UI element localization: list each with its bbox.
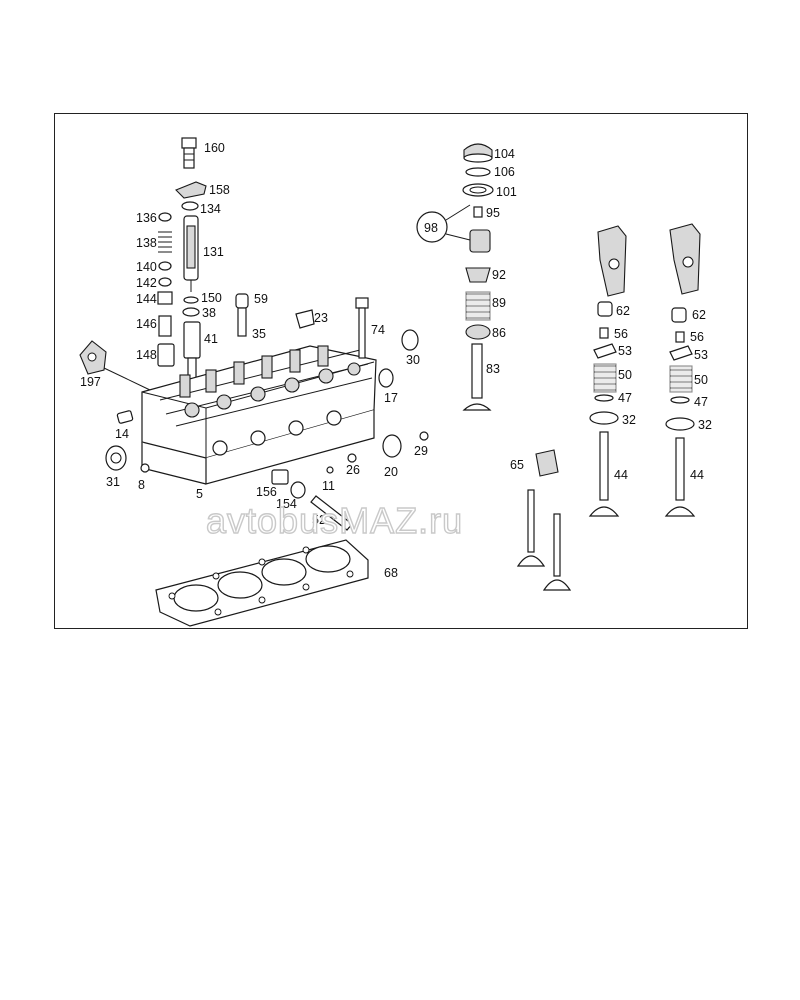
label-11: 11 — [322, 479, 335, 493]
head-gasket — [155, 539, 369, 627]
cylinder-head-block — [141, 345, 377, 485]
middle-stack — [416, 143, 494, 411]
label-53-b: 53 — [694, 348, 708, 362]
label-106: 106 — [494, 165, 515, 179]
part-labels: 160 158 134 136 138 131 140 142 144 150 … — [80, 141, 712, 580]
label-53-a: 53 — [618, 344, 632, 358]
label-50-b: 50 — [694, 373, 708, 387]
label-30: 30 — [406, 353, 420, 367]
label-26: 26 — [346, 463, 360, 477]
label-156: 156 — [256, 485, 277, 499]
diagram-frame — [54, 113, 748, 629]
label-62-b: 62 — [692, 308, 706, 322]
label-68: 68 — [384, 566, 398, 580]
part-197-plate — [79, 340, 151, 391]
label-92: 92 — [492, 268, 506, 282]
label-101: 101 — [496, 185, 517, 199]
valve-column-b — [664, 223, 701, 517]
label-31: 31 — [106, 475, 120, 489]
label-138: 138 — [136, 236, 157, 250]
label-20: 20 — [384, 465, 398, 479]
label-62-a: 62 — [616, 304, 630, 318]
label-56-b: 56 — [690, 330, 704, 344]
label-8: 8 — [138, 478, 145, 492]
label-17: 17 — [384, 391, 398, 405]
label-74: 74 — [371, 323, 385, 337]
label-158: 158 — [209, 183, 230, 197]
label-136: 136 — [136, 211, 157, 225]
label-50-a: 50 — [618, 368, 632, 382]
valve-column-a — [588, 225, 627, 517]
label-197: 197 — [80, 375, 101, 389]
label-83: 83 — [486, 362, 500, 376]
label-29: 29 — [414, 444, 428, 458]
label-134: 134 — [200, 202, 221, 216]
label-98: 98 — [424, 221, 438, 235]
label-154: 154 — [276, 497, 297, 511]
label-148: 148 — [136, 348, 157, 362]
label-23: 23 — [314, 311, 328, 325]
watermark: avtobusMAZ.ru — [206, 500, 463, 541]
label-41: 41 — [204, 332, 218, 346]
label-32-a: 32 — [622, 413, 636, 427]
label-142: 142 — [136, 276, 157, 290]
part-65 — [535, 449, 559, 477]
label-59: 59 — [254, 292, 268, 306]
label-95: 95 — [486, 206, 500, 220]
label-52: 52 — [312, 513, 326, 527]
head-small-parts — [105, 293, 429, 531]
label-56-a: 56 — [614, 327, 628, 341]
label-5: 5 — [196, 487, 203, 501]
label-47-b: 47 — [694, 395, 708, 409]
label-150: 150 — [201, 291, 222, 305]
label-140: 140 — [136, 260, 157, 274]
label-35: 35 — [252, 327, 266, 341]
label-131: 131 — [203, 245, 224, 259]
label-144: 144 — [136, 292, 157, 306]
label-32-b: 32 — [698, 418, 712, 432]
center-valves — [516, 489, 572, 591]
label-160: 160 — [204, 141, 225, 155]
label-44-a: 44 — [614, 468, 628, 482]
label-146: 146 — [136, 317, 157, 331]
injector-stack — [157, 137, 207, 383]
label-89: 89 — [492, 296, 506, 310]
label-14: 14 — [115, 427, 129, 441]
label-44-b: 44 — [690, 468, 704, 482]
label-65: 65 — [510, 458, 524, 472]
label-104: 104 — [494, 147, 515, 161]
label-86: 86 — [492, 326, 506, 340]
label-47-a: 47 — [618, 391, 632, 405]
label-38: 38 — [202, 306, 216, 320]
